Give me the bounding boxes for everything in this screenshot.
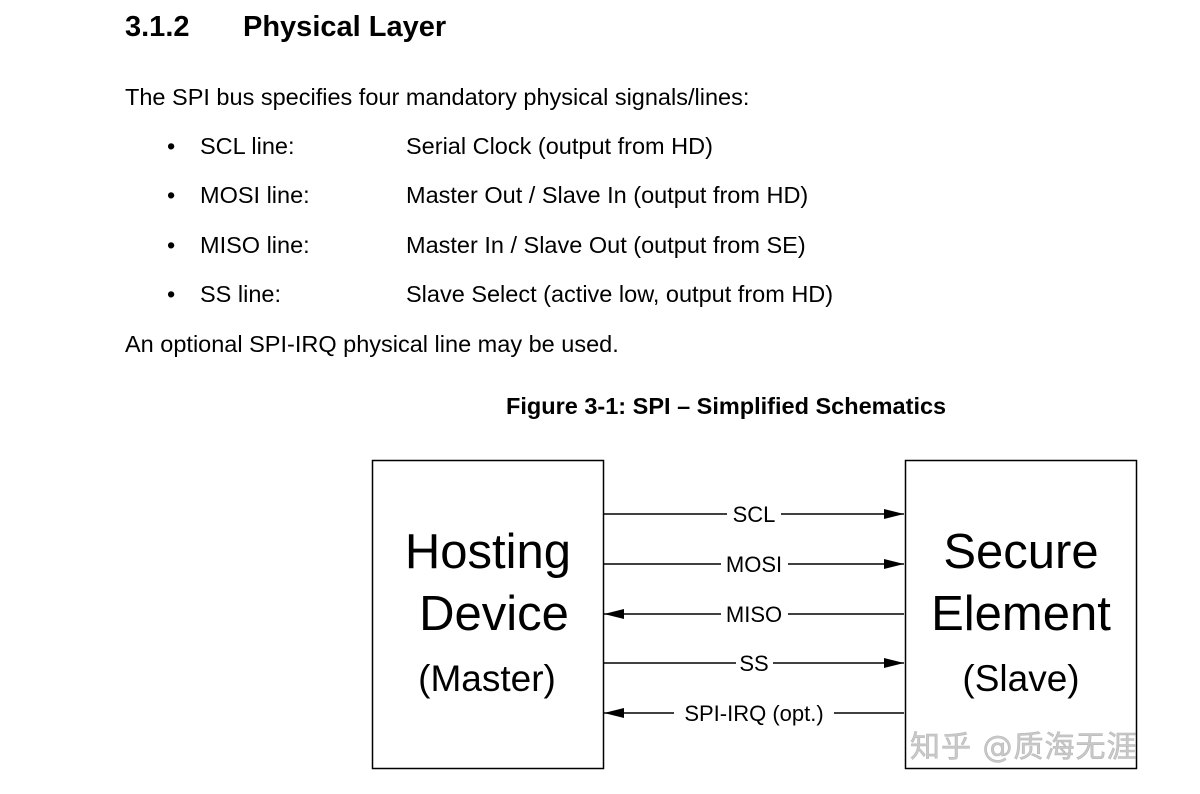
section-number: 3.1.2 xyxy=(125,11,190,43)
master-box xyxy=(371,459,605,770)
bullet-icon: • xyxy=(167,232,176,258)
signal-description: Master In / Slave Out (output from SE) xyxy=(406,232,806,258)
signal-line-ss: SS xyxy=(604,651,904,676)
signal-description: Master Out / Slave In (output from HD) xyxy=(406,182,809,208)
signal-line-mosi: MOSI xyxy=(604,552,904,577)
bullet-icon: • xyxy=(167,133,176,159)
slave-label-line1: Secure xyxy=(943,525,1098,579)
watermark: 知乎 @质海无涯 xyxy=(910,730,1138,766)
master-label-line2: Device xyxy=(419,587,569,641)
signal-line-scl: SCL xyxy=(604,502,904,527)
line-label-ss: SS xyxy=(739,651,768,676)
figure-caption: Figure 3-1: SPI – Simplified Schematics xyxy=(506,393,947,419)
master-role-label: (Master) xyxy=(418,658,556,699)
signal-description: Slave Select (active low, output from HD… xyxy=(406,281,834,307)
optional-note: An optional SPI-IRQ physical line may be… xyxy=(125,331,619,357)
signal-line-spi-irq: SPI-IRQ (opt.) xyxy=(604,701,904,726)
signal-term: SS line: xyxy=(200,281,281,307)
line-label-scl: SCL xyxy=(733,502,776,527)
signal-line-miso: MISO xyxy=(604,602,904,627)
signal-term: MISO line: xyxy=(200,232,310,258)
signal-term: MOSI line: xyxy=(200,182,310,208)
slave-label-line2: Element xyxy=(931,587,1111,641)
intro-paragraph: The SPI bus specifies four mandatory phy… xyxy=(125,84,750,110)
slave-role-label: (Slave) xyxy=(962,658,1079,699)
bullet-icon: • xyxy=(167,182,176,208)
signal-description: Serial Clock (output from HD) xyxy=(406,133,713,159)
section-heading: 3.1.2 Physical Layer xyxy=(125,8,446,46)
line-label-mosi: MOSI xyxy=(726,552,782,577)
master-label-line1: Hosting xyxy=(405,525,571,579)
line-label-spi-irq: SPI-IRQ (opt.) xyxy=(684,701,823,726)
signal-term: SCL line: xyxy=(200,133,295,159)
line-label-miso: MISO xyxy=(726,602,782,627)
bullet-icon: • xyxy=(167,281,176,307)
slave-box xyxy=(904,459,1138,770)
section-title: Physical Layer xyxy=(243,11,447,43)
